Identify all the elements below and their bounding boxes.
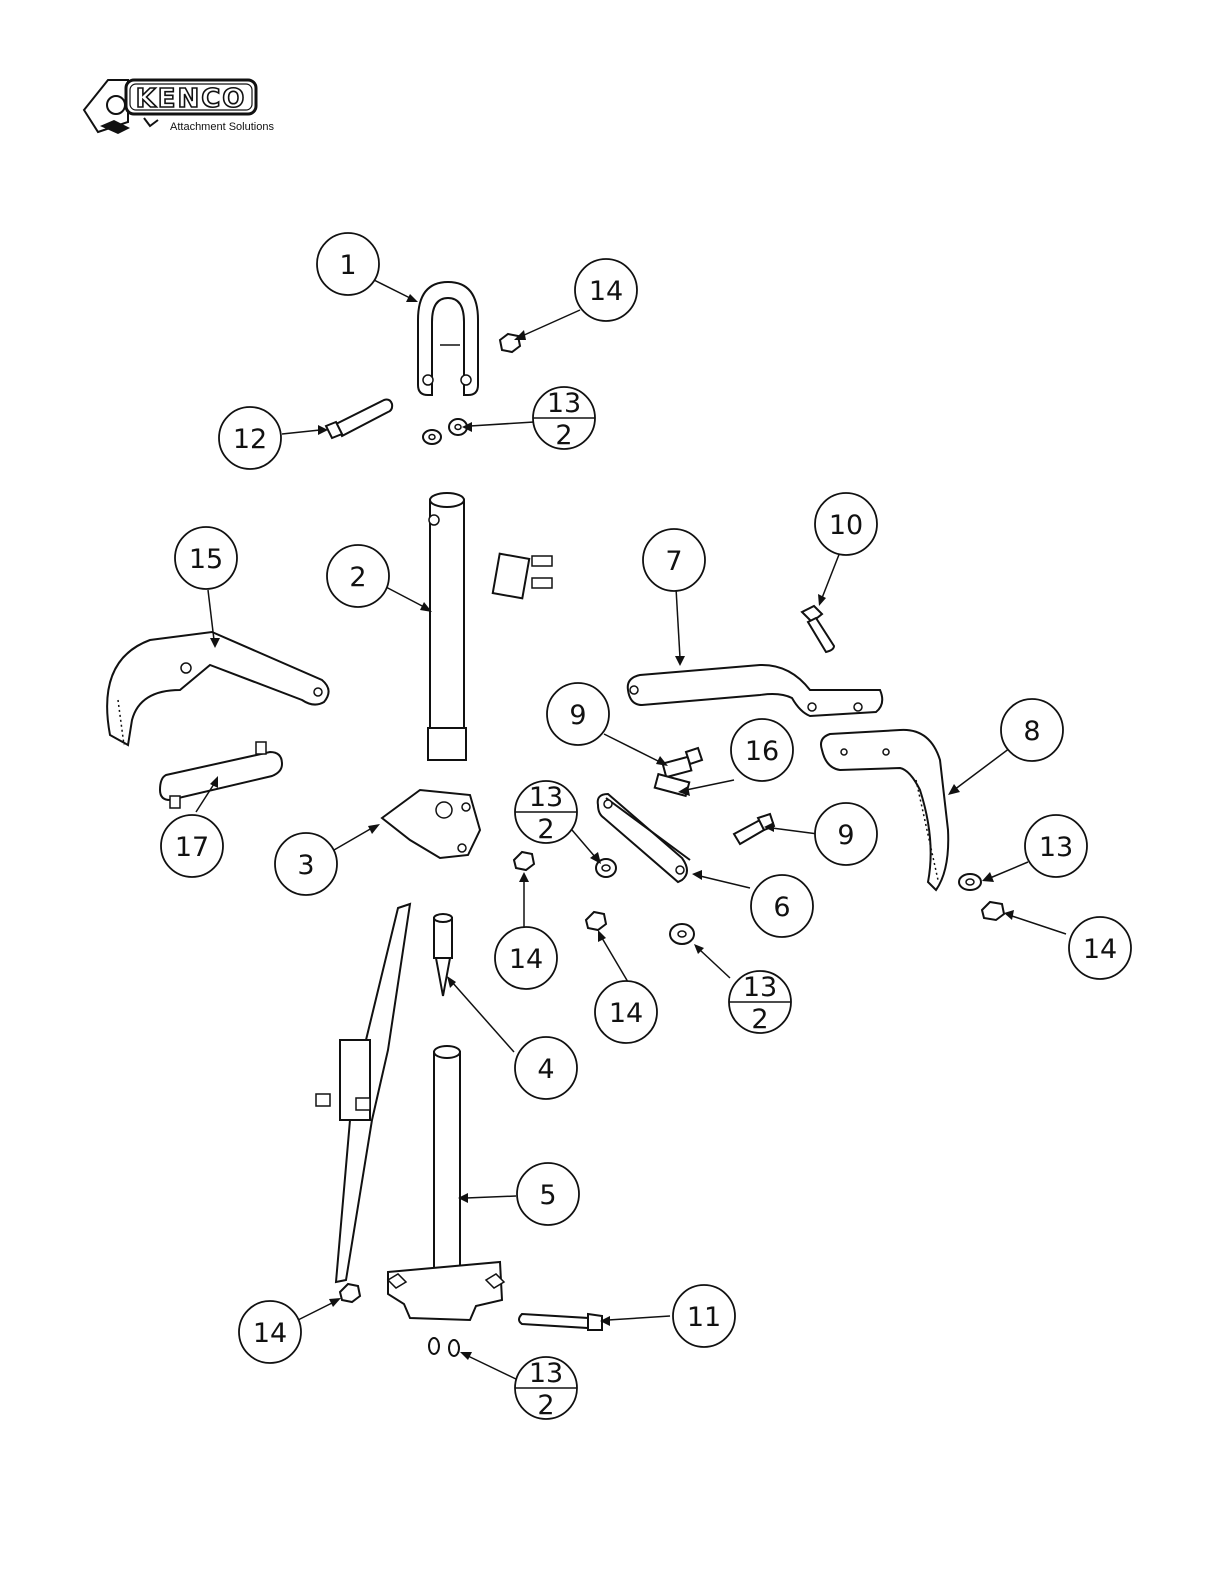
balloon-label: 5 bbox=[539, 1180, 556, 1211]
part-11-pin bbox=[519, 1314, 602, 1330]
balloon-label: 13 bbox=[1039, 832, 1073, 863]
balloon-13: 132 bbox=[729, 971, 791, 1035]
balloon-17: 17 bbox=[161, 815, 223, 877]
balloon-14: 14 bbox=[239, 1301, 301, 1363]
part-7-right-lever bbox=[628, 665, 883, 716]
part-12-pin bbox=[326, 400, 392, 439]
balloon-label: 3 bbox=[297, 850, 314, 881]
balloon-quantity: 2 bbox=[751, 1004, 768, 1035]
balloon-9: 9 bbox=[547, 683, 609, 745]
part-left-long-lever bbox=[316, 904, 410, 1282]
balloon-label: 8 bbox=[1023, 716, 1040, 747]
balloon-label: 17 bbox=[175, 832, 209, 863]
part-5-lower-tube bbox=[388, 1046, 504, 1320]
balloon-label: 14 bbox=[589, 276, 623, 307]
balloon-label: 4 bbox=[537, 1054, 554, 1085]
balloon-14: 14 bbox=[575, 259, 637, 321]
part-clamp-block bbox=[493, 554, 552, 599]
balloon-14: 14 bbox=[595, 981, 657, 1043]
part-14-nut-center bbox=[586, 912, 606, 930]
balloon-14: 14 bbox=[495, 927, 557, 989]
balloon-label: 12 bbox=[233, 424, 267, 455]
part-13-washer-lower bbox=[670, 924, 694, 944]
part-10-bolt bbox=[802, 606, 834, 652]
balloon-label: 10 bbox=[829, 510, 863, 541]
part-1-shackle bbox=[418, 282, 478, 395]
balloon-14: 14 bbox=[1069, 917, 1131, 979]
part-3-bracket bbox=[382, 790, 480, 858]
balloon-13: 132 bbox=[533, 387, 595, 451]
balloon-label: 14 bbox=[253, 1318, 287, 1349]
balloon-15: 15 bbox=[175, 527, 237, 589]
balloon-label: 14 bbox=[609, 998, 643, 1029]
balloon-quantity: 2 bbox=[555, 420, 572, 451]
balloon-label: 9 bbox=[837, 820, 854, 851]
part-14-nut-bottom-left bbox=[340, 1284, 360, 1302]
part-13-washers-top bbox=[423, 419, 467, 444]
balloon-label: 14 bbox=[1083, 934, 1117, 965]
balloon-3: 3 bbox=[275, 833, 337, 895]
balloon-label: 14 bbox=[509, 944, 543, 975]
balloon-label: 13 bbox=[547, 388, 581, 419]
part-15-left-jaw-arm bbox=[107, 632, 328, 745]
balloon-9: 9 bbox=[815, 803, 877, 865]
balloon-6: 6 bbox=[751, 875, 813, 937]
balloon-12: 12 bbox=[219, 407, 281, 469]
balloon-1: 1 bbox=[317, 233, 379, 295]
balloon-13: 132 bbox=[515, 1357, 577, 1421]
balloon-label: 13 bbox=[529, 782, 563, 813]
balloon-8: 8 bbox=[1001, 699, 1063, 761]
part-9-bolt-upper bbox=[663, 748, 702, 777]
balloon-13: 13 bbox=[1025, 815, 1087, 877]
balloon-label: 9 bbox=[569, 700, 586, 731]
balloon-11: 11 bbox=[673, 1285, 735, 1347]
balloon-label: 1 bbox=[339, 250, 356, 281]
part-14-nut-center-left bbox=[514, 852, 534, 870]
part-14-nut-top bbox=[500, 334, 520, 352]
balloon-label: 13 bbox=[743, 972, 777, 1003]
balloon-7: 7 bbox=[643, 529, 705, 591]
part-14-nut-right bbox=[982, 902, 1004, 920]
part-2-upper-tube bbox=[428, 493, 466, 760]
balloon-quantity: 2 bbox=[537, 814, 554, 845]
part-13-washer-right bbox=[959, 874, 981, 890]
balloon-label: 13 bbox=[529, 1358, 563, 1389]
balloon-label: 16 bbox=[745, 736, 779, 767]
balloon-16: 16 bbox=[731, 719, 793, 781]
balloon-5: 5 bbox=[517, 1163, 579, 1225]
part-13-washers-bottom bbox=[429, 1338, 459, 1356]
balloon-2: 2 bbox=[327, 545, 389, 607]
balloon-label: 7 bbox=[665, 546, 682, 577]
balloon-label: 15 bbox=[189, 544, 223, 575]
balloon-label: 6 bbox=[773, 892, 790, 923]
balloon-4: 4 bbox=[515, 1037, 577, 1099]
balloon-quantity: 2 bbox=[537, 1390, 554, 1421]
part-17-link-bar bbox=[160, 742, 282, 808]
balloon-label: 2 bbox=[349, 562, 366, 593]
balloon-13: 132 bbox=[515, 781, 577, 845]
balloon-10: 10 bbox=[815, 493, 877, 555]
balloon-label: 11 bbox=[687, 1302, 721, 1333]
